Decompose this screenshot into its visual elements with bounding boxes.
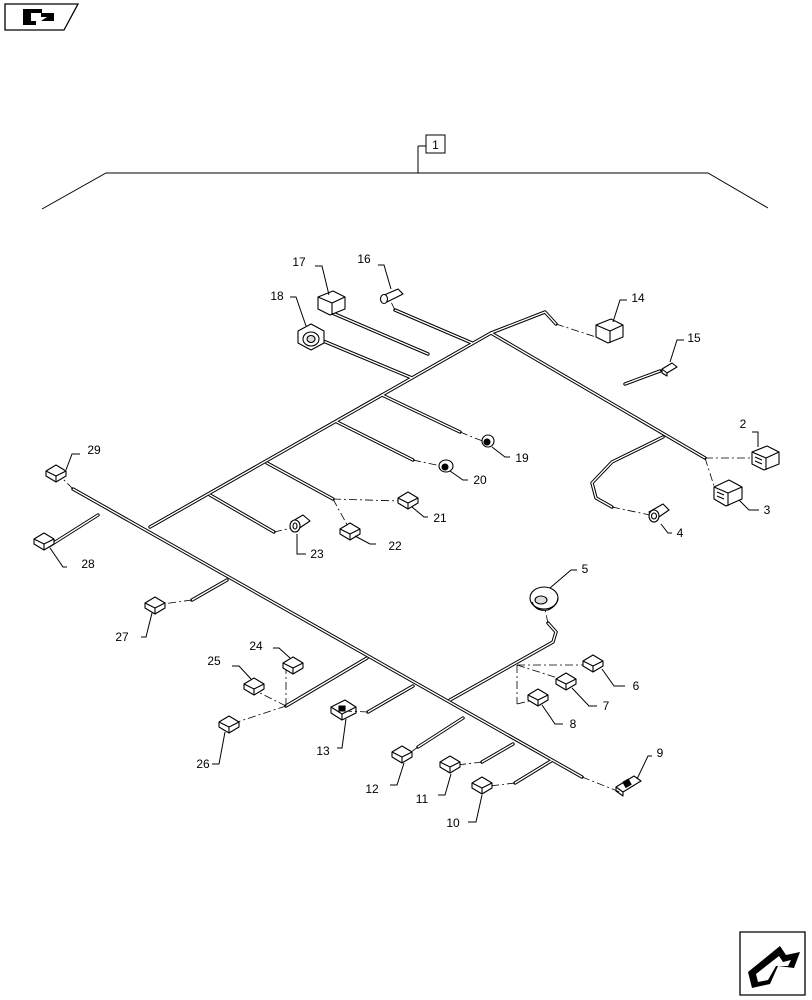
svg-text:1: 1 xyxy=(432,138,439,152)
callout-22: 22 xyxy=(388,539,402,553)
connector-25 xyxy=(243,677,265,696)
connector-28 xyxy=(33,532,55,551)
connector-9 xyxy=(615,775,642,797)
leader-line-21 xyxy=(411,506,428,518)
connector-20 xyxy=(438,459,454,473)
leader-line-29 xyxy=(65,453,80,471)
leader-line-12 xyxy=(390,762,405,786)
connector-22 xyxy=(339,522,361,541)
arrow-forward-icon xyxy=(748,946,800,988)
connector-16 xyxy=(379,288,404,305)
callout-layer: 2345678910111213141516171819202122232425… xyxy=(49,252,771,830)
connector-27 xyxy=(144,596,166,615)
connector-8 xyxy=(527,688,549,707)
connector-13 xyxy=(330,699,357,721)
callout-28: 28 xyxy=(81,557,95,571)
next-page-button[interactable] xyxy=(739,931,806,996)
connector-15 xyxy=(661,362,678,377)
callout-23: 23 xyxy=(310,547,324,561)
connector-4 xyxy=(648,503,670,523)
callout-11: 11 xyxy=(416,792,429,806)
connector-12 xyxy=(391,745,413,764)
leader-line-3 xyxy=(738,499,759,511)
leader-line-20 xyxy=(449,470,468,481)
connector-18 xyxy=(297,323,325,351)
callout-10: 10 xyxy=(446,816,460,830)
callout-12: 12 xyxy=(365,782,379,796)
leader-line-24 xyxy=(273,647,291,659)
prev-page-button[interactable] xyxy=(4,3,80,31)
leader-line-13 xyxy=(337,718,347,749)
connector-3 xyxy=(713,479,743,507)
callout-4: 4 xyxy=(677,526,684,540)
callout-3: 3 xyxy=(764,503,771,517)
leader-line-5 xyxy=(549,569,577,589)
callout-29: 29 xyxy=(87,443,101,457)
leader-line-25 xyxy=(232,665,252,680)
callout-18: 18 xyxy=(270,289,284,303)
leader-line-27 xyxy=(141,612,153,638)
callout-14: 14 xyxy=(631,291,645,305)
connector-21 xyxy=(397,491,419,510)
connector-2 xyxy=(751,445,780,471)
connector-29 xyxy=(45,464,67,483)
leader-line-8 xyxy=(541,704,563,725)
connector-10 xyxy=(471,776,493,795)
callout-5: 5 xyxy=(582,562,589,576)
callout-20: 20 xyxy=(473,473,487,487)
callout-9: 9 xyxy=(657,746,664,760)
callout-13: 13 xyxy=(316,744,330,758)
leader-line-14 xyxy=(612,299,627,323)
callout-25: 25 xyxy=(207,654,221,668)
assembly-callout: 1 xyxy=(425,134,446,154)
leader-line-7 xyxy=(571,687,597,707)
connector-14 xyxy=(595,318,624,344)
connector-19 xyxy=(481,434,495,448)
leader-line-17 xyxy=(315,265,330,296)
callout-27: 27 xyxy=(115,630,129,644)
connector-24 xyxy=(282,656,304,675)
callout-2: 2 xyxy=(740,417,747,431)
callout-24: 24 xyxy=(249,639,263,653)
connector-5 xyxy=(529,586,559,611)
leader-line-26 xyxy=(212,731,226,765)
leader-line-19 xyxy=(491,446,510,458)
leader-line-15 xyxy=(669,339,684,363)
arrow-back-icon xyxy=(23,9,54,25)
connector-23 xyxy=(289,514,311,533)
leader-line-4 xyxy=(660,523,672,534)
callout-8: 8 xyxy=(570,717,577,731)
assembly-bracket xyxy=(41,145,769,210)
leader-line-16 xyxy=(378,264,392,290)
leader-line-23 xyxy=(296,534,306,555)
connector-17 xyxy=(317,290,346,316)
callout-26: 26 xyxy=(196,757,210,771)
leader-line-18 xyxy=(290,296,307,327)
callout-16: 16 xyxy=(357,252,371,266)
callout-17: 17 xyxy=(292,255,306,269)
connector-6 xyxy=(582,654,604,673)
callout-19: 19 xyxy=(515,451,529,465)
leader-line-9 xyxy=(636,755,652,780)
leader-line-10 xyxy=(468,794,483,823)
connector-26 xyxy=(218,715,240,734)
leader-line-28 xyxy=(49,547,67,568)
callout-15: 15 xyxy=(687,331,701,345)
leader-line-6 xyxy=(601,668,625,687)
callout-21: 21 xyxy=(433,511,447,525)
leader-line-11 xyxy=(438,773,452,796)
connector-11 xyxy=(439,755,461,774)
connector-7 xyxy=(555,672,577,691)
leader-line-22 xyxy=(354,535,376,545)
callout-7: 7 xyxy=(603,699,610,713)
leader-line-2 xyxy=(752,431,759,447)
connectors xyxy=(33,288,780,797)
callout-6: 6 xyxy=(633,679,640,693)
